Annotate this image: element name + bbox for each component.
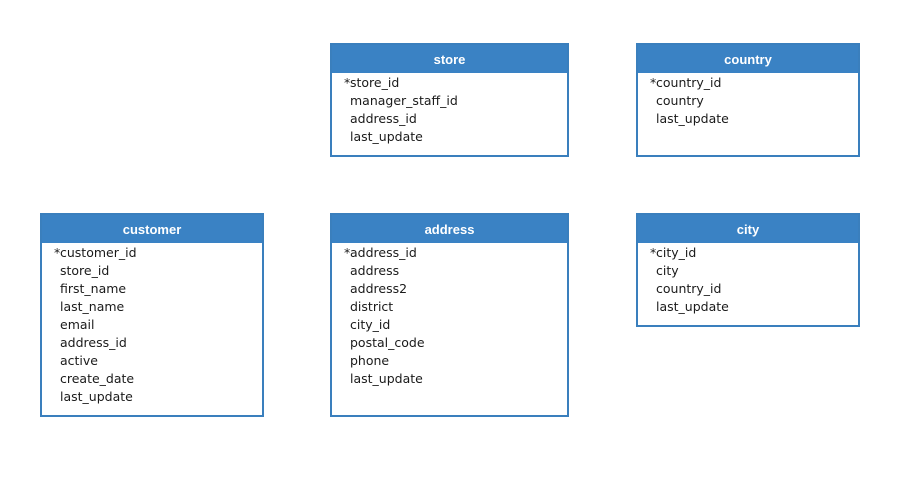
- field-name: store_id: [60, 263, 110, 278]
- field-name: active: [60, 353, 98, 368]
- primary-key-field: *city_id: [650, 244, 858, 262]
- field-name: city_id: [350, 317, 391, 332]
- field-row: country: [650, 92, 858, 110]
- field-name: postal_code: [350, 335, 425, 350]
- primary-key-marker: *: [344, 245, 351, 260]
- field-name: last_name: [60, 299, 125, 314]
- field-row: store_id: [54, 262, 262, 280]
- field-name: country_id: [656, 75, 722, 90]
- field-name: district: [350, 299, 394, 314]
- field-row: postal_code: [344, 334, 567, 352]
- field-name: last_update: [656, 299, 729, 314]
- field-name: city: [656, 263, 679, 278]
- field-row: last_update: [650, 110, 858, 128]
- field-name: last_update: [350, 129, 423, 144]
- field-row: last_update: [344, 128, 567, 146]
- field-row: city_id: [344, 316, 567, 334]
- field-name: address: [350, 263, 400, 278]
- field-row: create_date: [54, 370, 262, 388]
- field-row: last_update: [650, 298, 858, 316]
- entity-header: city: [638, 215, 858, 243]
- field-row: phone: [344, 352, 567, 370]
- field-row: address_id: [344, 110, 567, 128]
- field-name: manager_staff_id: [350, 93, 458, 108]
- field-name: create_date: [60, 371, 135, 386]
- primary-key-marker: *: [344, 75, 351, 90]
- field-row: district: [344, 298, 567, 316]
- field-name: address2: [350, 281, 408, 296]
- field-name: last_update: [656, 111, 729, 126]
- field-name: phone: [350, 353, 390, 368]
- field-row: last_update: [344, 370, 567, 388]
- primary-key-marker: *: [650, 75, 657, 90]
- field-row: email: [54, 316, 262, 334]
- field-row: last_name: [54, 298, 262, 316]
- field-row: address_id: [54, 334, 262, 352]
- primary-key-field: *store_id: [344, 74, 567, 92]
- field-name: country: [656, 93, 704, 108]
- field-row: address: [344, 262, 567, 280]
- entity-header: country: [638, 45, 858, 73]
- primary-key-marker: *: [54, 245, 61, 260]
- primary-key-field: *country_id: [650, 74, 858, 92]
- field-name: address_id: [350, 245, 417, 260]
- field-name: address_id: [60, 335, 127, 350]
- field-name: email: [60, 317, 95, 332]
- field-row: active: [54, 352, 262, 370]
- field-name: address_id: [350, 111, 417, 126]
- entity-header: customer: [42, 215, 262, 243]
- field-row: city: [650, 262, 858, 280]
- field-row: last_update: [54, 388, 262, 406]
- primary-key-marker: *: [650, 245, 657, 260]
- field-name: customer_id: [60, 245, 137, 260]
- field-name: store_id: [350, 75, 400, 90]
- field-row: country_id: [650, 280, 858, 298]
- field-name: first_name: [60, 281, 127, 296]
- entity-header: store: [332, 45, 567, 73]
- primary-key-field: *address_id: [344, 244, 567, 262]
- entity-header: address: [332, 215, 567, 243]
- primary-key-field: *customer_id: [54, 244, 262, 262]
- field-name: last_update: [350, 371, 423, 386]
- field-row: manager_staff_id: [344, 92, 567, 110]
- field-row: first_name: [54, 280, 262, 298]
- field-row: address2: [344, 280, 567, 298]
- field-name: last_update: [60, 389, 133, 404]
- field-name: city_id: [656, 245, 697, 260]
- field-name: country_id: [656, 281, 722, 296]
